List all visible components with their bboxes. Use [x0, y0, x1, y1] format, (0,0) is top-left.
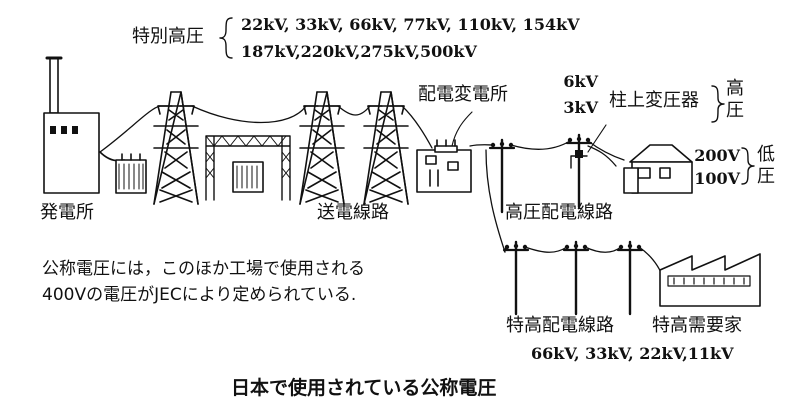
special-high-voltages-line1: 22kV, 33kV, 66kV, 77kV, 110kV, 154kV	[241, 15, 580, 34]
note-line2: 400Vの電圧がJECにより定められている.	[42, 285, 357, 305]
lv-200v-label: 200V	[694, 146, 740, 165]
substation-gantry-icon	[205, 135, 291, 201]
low-voltage-label-2: 圧	[757, 166, 775, 187]
pole-transformer-label: 柱上変圧器	[609, 90, 699, 111]
high-voltage-label-1: 高	[726, 78, 744, 99]
ehv-wires	[503, 246, 665, 281]
hv-6kv-label: 6kV	[563, 72, 598, 91]
transformer-icon	[99, 151, 147, 194]
low-voltage-label-1: 低	[757, 144, 775, 165]
ehv-distribution-line-label: 特高配電線路	[506, 315, 614, 336]
hv-distribution-line-label: 高圧配電線路	[505, 202, 613, 223]
hv-3kv-label: 3kV	[563, 98, 598, 117]
transmission-tower-icon	[153, 91, 409, 205]
ehv-consumer-label: 特高需要家	[652, 315, 742, 336]
substation-building-icon	[416, 111, 473, 193]
ehv-distribution-voltages: 66kV, 33kV, 22kV,11kV	[531, 344, 734, 363]
factory-icon	[659, 253, 761, 307]
house-icon	[623, 144, 693, 194]
special-high-voltage-label: 特別高圧	[132, 26, 204, 47]
power-plant-label: 発電所	[40, 202, 94, 223]
utility-pole-icon	[488, 133, 593, 214]
caption: 日本で使用されている公称電圧	[231, 377, 497, 399]
hv-wires	[469, 140, 625, 253]
lv-100v-label: 100V	[694, 169, 740, 188]
transmission-line-label: 送電線路	[317, 202, 389, 223]
note-line1: 公称電圧には，このほか工場で使用される	[42, 259, 365, 279]
transmission-wires	[99, 105, 433, 153]
pole-transformer-pointer	[587, 124, 607, 153]
power-plant-icon	[43, 56, 100, 194]
ehv-poles	[502, 240, 644, 316]
braces	[219, 17, 755, 185]
substation-label: 配電変電所	[418, 84, 508, 105]
high-voltage-label-2: 圧	[726, 100, 744, 121]
special-high-voltages-line2: 187kV,220kV,275kV,500kV	[241, 42, 477, 61]
